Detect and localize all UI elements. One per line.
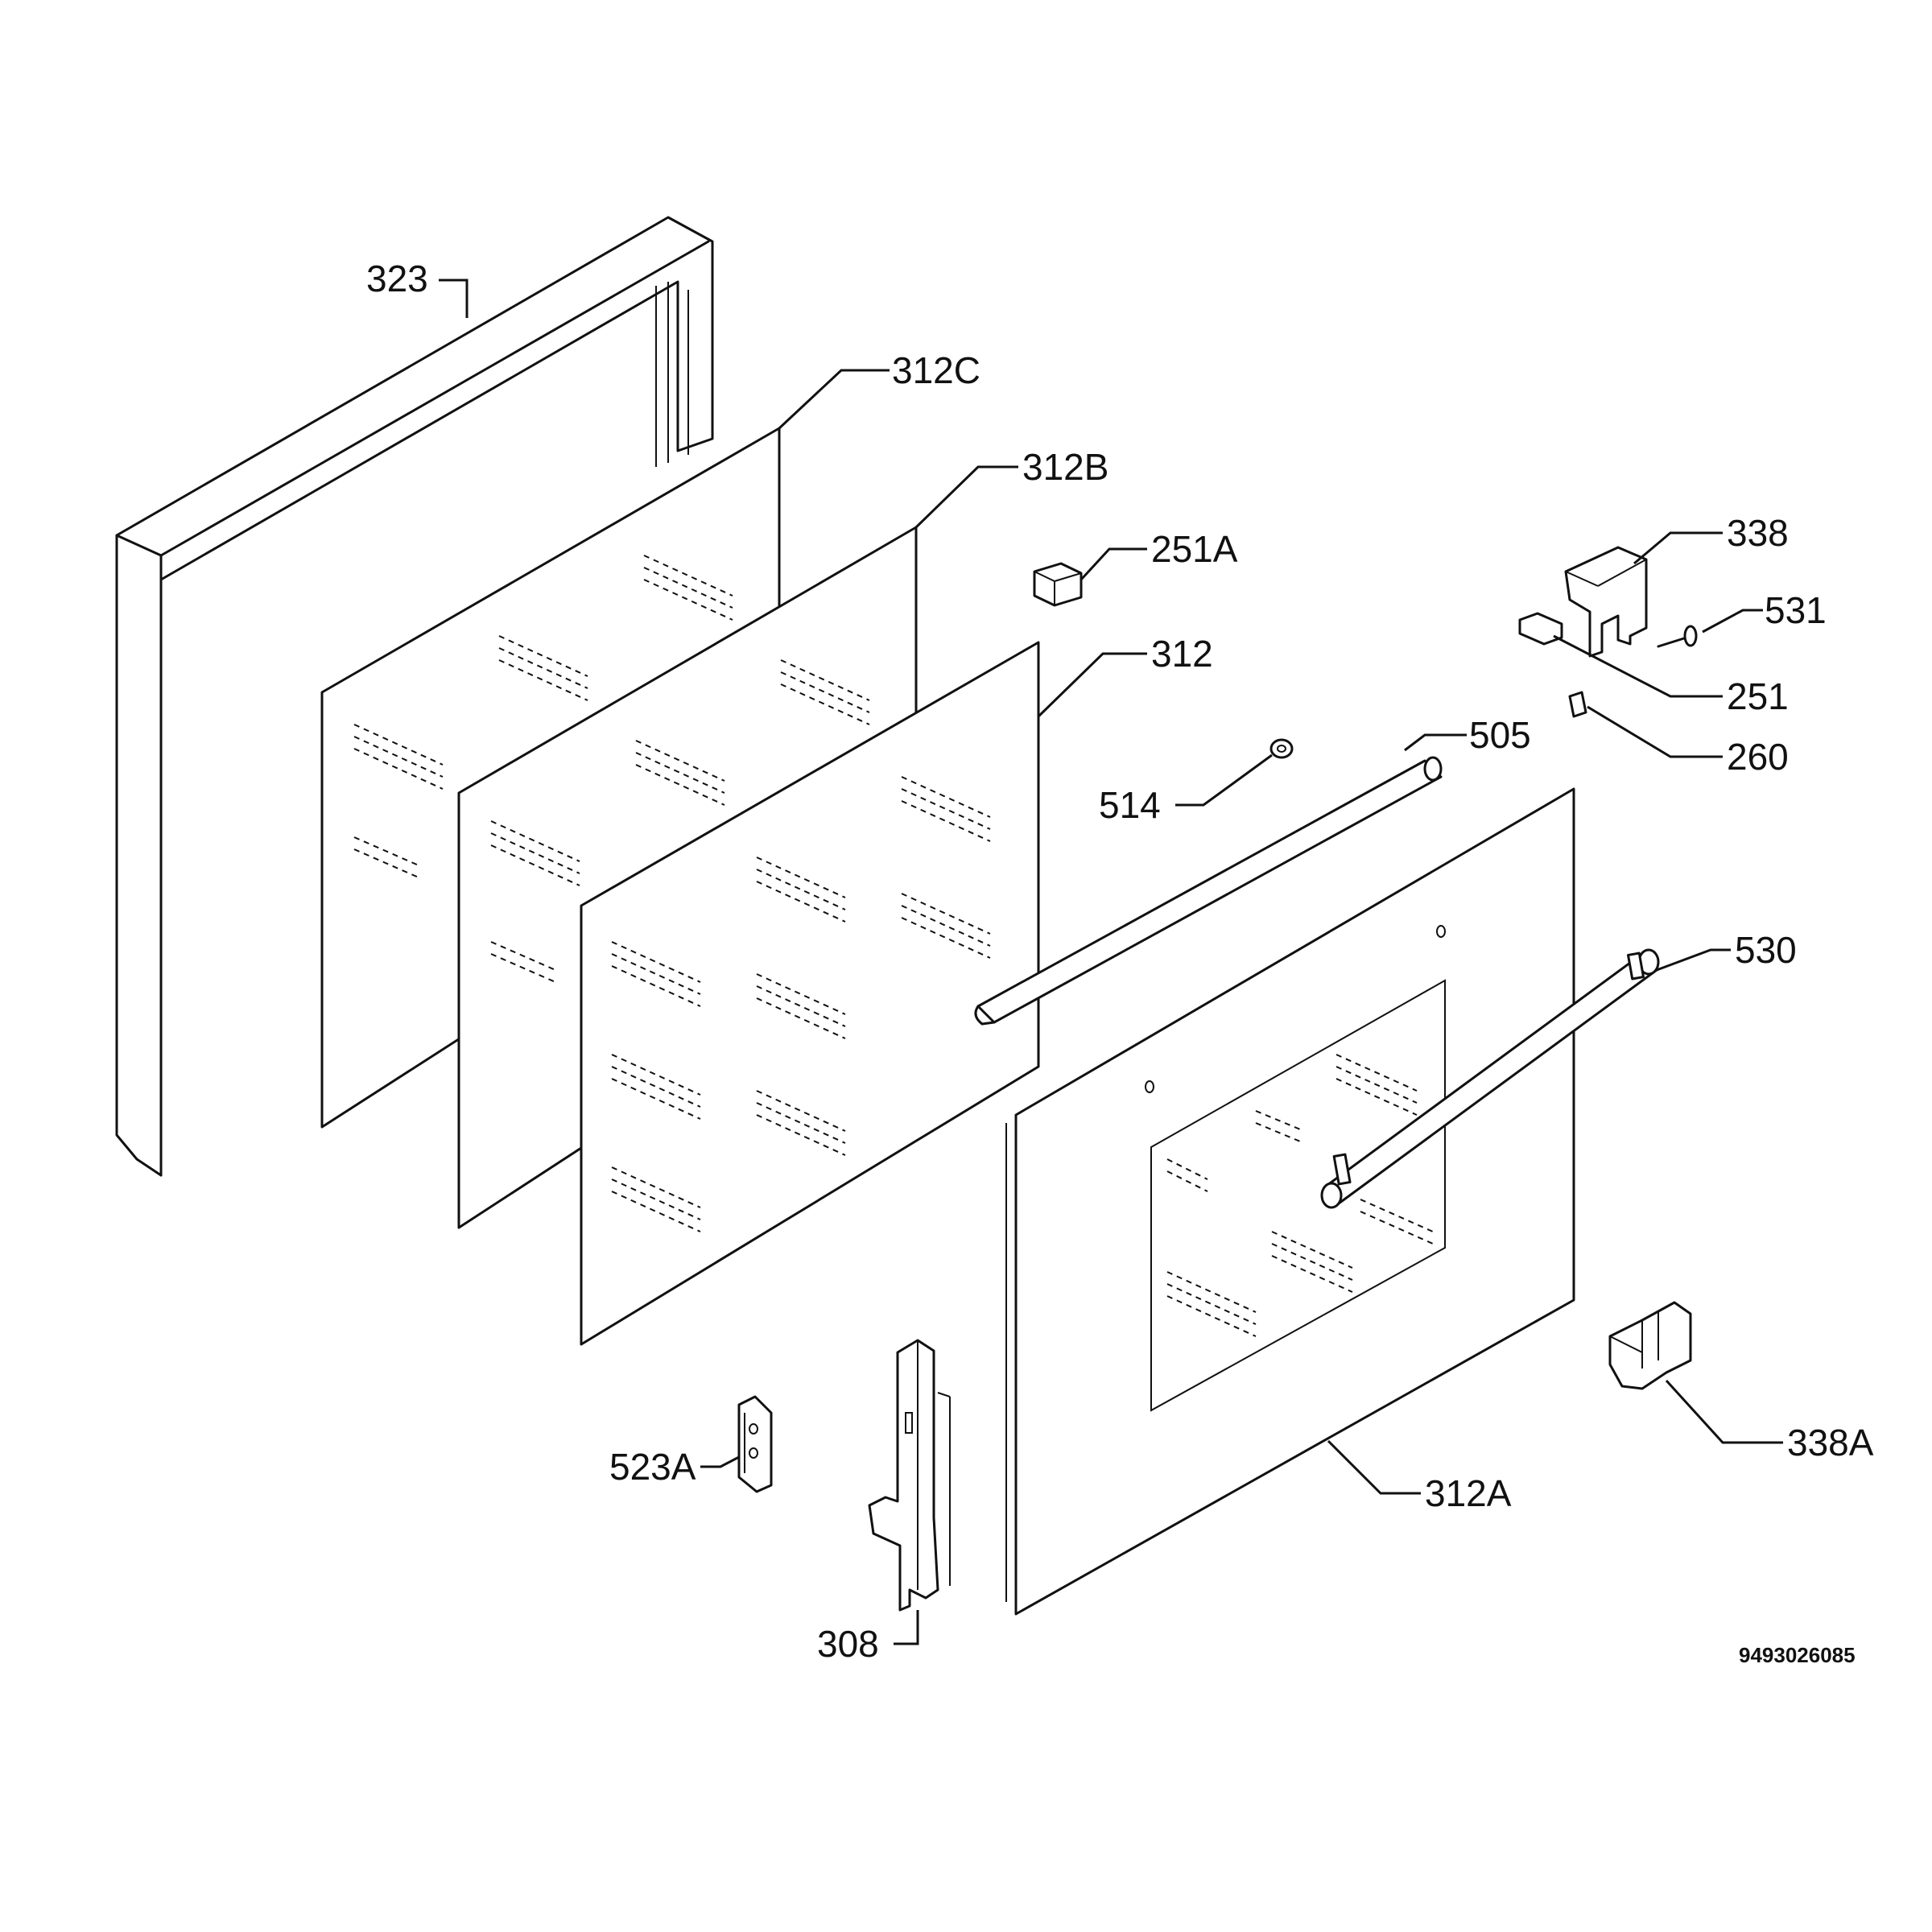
- callout-338: 338: [1727, 512, 1789, 554]
- diagram-id: 9493026085: [1739, 1643, 1856, 1667]
- part-308-hinge: [868, 1339, 951, 1612]
- leader-260: [1587, 705, 1723, 758]
- leader-514: [1175, 753, 1273, 807]
- part-505-trim-strip: [974, 756, 1443, 1026]
- part-338a-end-cap: [1608, 1301, 1692, 1390]
- leader-312a: [1327, 1439, 1421, 1495]
- part-251a-block: [1033, 562, 1083, 607]
- leader-312: [1037, 652, 1147, 718]
- leader-338a: [1665, 1379, 1783, 1444]
- callout-312c: 312C: [892, 349, 980, 391]
- part-312a-outer-glass: [1005, 787, 1575, 1616]
- part-523a-bracket: [737, 1395, 773, 1493]
- leader-lines: [439, 279, 1783, 1645]
- part-531-screw: [1657, 625, 1698, 648]
- callout-251a: 251A: [1151, 528, 1238, 570]
- callout-338a: 338A: [1787, 1422, 1874, 1463]
- leader-338: [1633, 531, 1723, 565]
- leader-323: [439, 279, 469, 318]
- callout-260: 260: [1727, 736, 1789, 778]
- callout-323: 323: [366, 258, 428, 299]
- callout-505: 505: [1469, 714, 1531, 756]
- part-323-door-frame: [115, 216, 714, 1177]
- leader-531: [1702, 609, 1763, 634]
- part-251-clip: [1518, 612, 1563, 646]
- callout-530: 530: [1735, 929, 1797, 971]
- part-338-end-cap: [1564, 546, 1648, 658]
- leader-251: [1553, 634, 1723, 698]
- leader-312b: [914, 465, 1018, 529]
- leader-530: [1656, 948, 1731, 972]
- callout-514: 514: [1099, 784, 1161, 826]
- leader-308: [894, 1610, 919, 1645]
- callout-312a: 312A: [1425, 1472, 1512, 1514]
- callout-308: 308: [817, 1623, 879, 1665]
- callout-312: 312: [1151, 633, 1213, 675]
- callout-523a: 523A: [609, 1446, 696, 1488]
- part-312-glass-panel: [580, 641, 1040, 1346]
- part-514-nut: [1269, 738, 1294, 759]
- leader-312c: [778, 369, 890, 430]
- part-260-plate: [1568, 691, 1587, 718]
- leader-523a: [700, 1455, 740, 1468]
- callout-251: 251: [1727, 675, 1789, 717]
- leader-505: [1404, 733, 1467, 752]
- leader-251a: [1080, 547, 1147, 581]
- part-530-handle: [1320, 948, 1660, 1209]
- callout-531: 531: [1765, 589, 1827, 631]
- callout-312b: 312B: [1022, 446, 1108, 488]
